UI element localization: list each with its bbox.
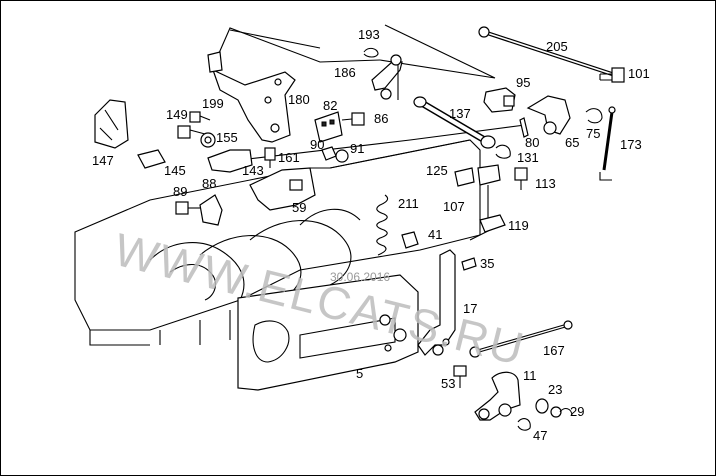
lever-11: [474, 371, 521, 421]
bracket-147: [94, 99, 129, 149]
bolt-53: [453, 365, 467, 388]
lever-17: [417, 249, 456, 356]
part-label-147: 147: [92, 153, 114, 168]
part-label-211: 211: [398, 196, 419, 211]
part-label-186: 186: [334, 65, 356, 80]
part-label-41: 41: [428, 227, 443, 242]
part-label-143: 143: [242, 163, 264, 178]
part-label-89: 89: [173, 184, 188, 199]
part-label-65: 65: [565, 135, 580, 150]
pin-35: [461, 257, 477, 271]
part-label-107: 107: [443, 199, 465, 214]
linkage-186: [363, 47, 403, 100]
part-label-167: 167: [543, 343, 565, 358]
leader-lines: [215, 24, 612, 241]
part-label-155: 155: [216, 130, 238, 145]
part-label-86: 86: [374, 111, 389, 126]
part-label-131: 131: [517, 150, 539, 165]
engine-block: [74, 139, 481, 346]
part-label-35: 35: [480, 256, 495, 271]
bracket-88: [175, 194, 223, 226]
nut-41: [401, 231, 419, 249]
pin-80: [519, 117, 529, 138]
part-label-149: 149: [166, 107, 188, 122]
date-stamp: 30.06.2016: [330, 270, 391, 284]
parts-23-29-47: [517, 398, 573, 431]
bolt-101: [599, 67, 625, 83]
part-label-29: 29: [570, 404, 585, 419]
part-label-91: 91: [350, 141, 365, 156]
bolts-149-155-199: [177, 111, 216, 148]
part-label-90: 90: [310, 137, 325, 152]
part-label-137: 137: [449, 106, 471, 121]
rod-137: [413, 96, 496, 149]
part-label-80: 80: [525, 135, 540, 150]
rod-205: [478, 26, 624, 82]
part-label-82: 82: [323, 98, 338, 113]
part-label-17: 17: [463, 301, 478, 316]
clip-143: [207, 147, 276, 173]
spring-211: [376, 194, 389, 256]
bracket-180: [207, 51, 296, 143]
clip-145: [137, 149, 166, 169]
cover-plate: [237, 274, 419, 391]
part-label-47: 47: [533, 428, 548, 443]
block-95: [483, 87, 516, 113]
part-label-101: 101: [628, 66, 650, 81]
part-label-173: 173: [620, 137, 642, 152]
part-label-125: 125: [426, 163, 448, 178]
part-label-199: 199: [202, 96, 224, 111]
part-label-205: 205: [546, 39, 568, 54]
part-label-119: 119: [508, 218, 529, 233]
bracket-59: [249, 167, 316, 211]
part-label-113: 113: [535, 176, 556, 191]
part-label-11: 11: [523, 368, 537, 383]
part-label-161: 161: [278, 150, 300, 165]
part-label-145: 145: [164, 163, 186, 178]
part-label-75: 75: [586, 126, 601, 141]
part-label-95: 95: [516, 75, 531, 90]
part-label-59: 59: [292, 200, 307, 215]
part-label-88: 88: [202, 176, 217, 191]
part-label-23: 23: [548, 382, 563, 397]
parts-125-131-113-107-119: [454, 144, 528, 233]
part-label-193: 193: [358, 27, 380, 42]
part-label-180: 180: [288, 92, 310, 107]
part-label-53: 53: [441, 376, 456, 391]
nuts-90-91: [321, 146, 349, 163]
part-label-5: 5: [356, 366, 364, 381]
rod-173: [602, 106, 616, 171]
rod-167: [469, 320, 573, 358]
lever-65: [526, 95, 603, 135]
bracket-82: [314, 111, 365, 143]
